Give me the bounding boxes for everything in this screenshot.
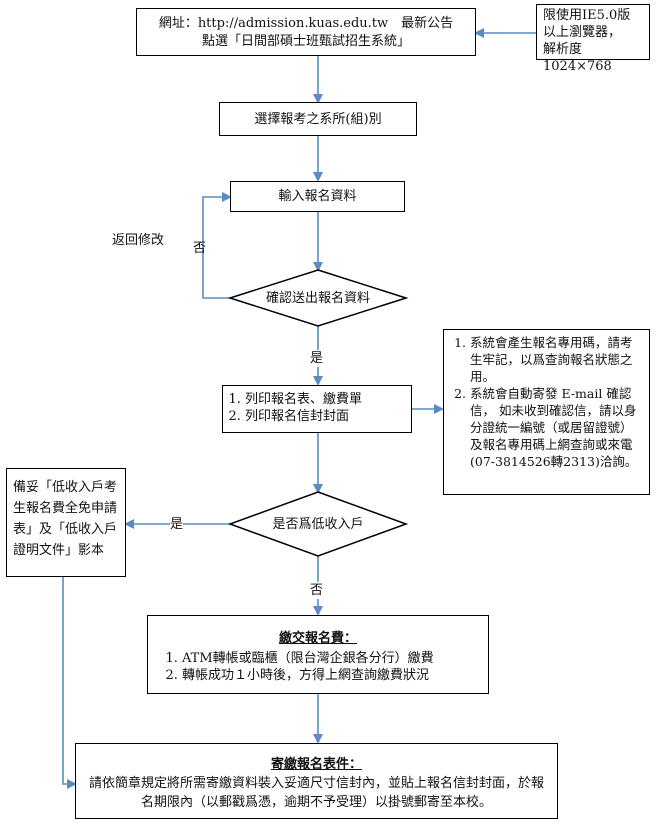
browser-note-line-1: 限使用IE5.0版 <box>543 8 631 23</box>
browser-note-box: 限使用IE5.0版 以上瀏覽器， 解析度1024×768 <box>536 4 650 74</box>
mail-box: 寄繳報名表件： 請依簡章規定將所需寄繳資料裝入妥適尺寸信封內，並貼上報名信封封面… <box>75 743 558 819</box>
browser-note-line-2: 以上瀏覽器， <box>543 25 622 40</box>
arrow-return-loop <box>202 192 232 299</box>
arrow-docs-to-mail <box>62 577 77 789</box>
print-item-1: 列印報名表、繳費單 <box>245 391 362 408</box>
start-line-2: 點選「日間部碩士班甄試招生系統」 <box>201 34 410 49</box>
confirm-label: 確認送出報名資料 <box>265 291 370 306</box>
yes-label-confirm: 是 <box>310 350 324 367</box>
yes-label-low-income: 是 <box>170 516 184 533</box>
system-note-item-1: 系統會產生報名專用碼，請考生牢記，以爲查詢報名狀態之用。 <box>470 334 643 385</box>
start-box: 網址：http://admission.kuas.edu.tw 最新公告 點選「… <box>136 8 476 56</box>
browser-note-line-3: 解析度1024×768 <box>543 42 612 74</box>
pay-item-1: ATM轉帳或臨櫃（限台灣企銀各分行）繳費 <box>182 650 434 667</box>
select-dept-label: 選擇報考之系所(組)別 <box>254 112 382 127</box>
low-income-question: 是否爲低收入戶 <box>272 517 364 532</box>
return-edit-label: 返回修改 <box>112 233 165 248</box>
confirm-diamond <box>227 269 409 327</box>
print-box: 列印報名表、繳費單 列印報名信封封面 <box>222 385 412 433</box>
mail-title: 寄繳報名表件： <box>76 756 557 773</box>
start-line-1: 網址：http://admission.kuas.edu.tw 最新公告 <box>158 16 454 31</box>
system-note-list: 系統會產生報名專用碼，請考生牢記，以爲查詢報名狀態之用。 系統會自動寄發 E-m… <box>450 334 643 470</box>
print-item-2: 列印報名信封封面 <box>245 408 362 425</box>
system-note-item-2: 系統會自動寄發 E-mail 確認信， 如未收到確認信，請以身分證統一編號（或居… <box>470 385 643 470</box>
pay-item-2: 轉帳成功１小時後，方得上網查詢繳費狀況 <box>182 667 434 684</box>
low-income-diamond <box>227 491 409 557</box>
no-label-loop: 否 <box>193 241 207 256</box>
low-income-docs-box: 備妥「低收入戶考生報名費全免申請表」及「低收入戶證明文件」影本 <box>6 468 126 577</box>
low-income-docs-text: 備妥「低收入戶考生報名費全免申請表」及「低收入戶證明文件」影本 <box>13 480 118 558</box>
input-data-label: 輸入報名資料 <box>278 189 357 204</box>
pay-list: ATM轉帳或臨櫃（限台灣企銀各分行）繳費 轉帳成功１小時後，方得上網查詢繳費狀況 <box>162 650 434 684</box>
select-dept-box: 選擇報考之系所(組)別 <box>219 102 417 136</box>
pay-title-text: 繳交報名費： <box>278 631 357 646</box>
no-label-low-income: 否 <box>310 582 324 599</box>
mail-body: 請依簡章規定將所需寄繳資料裝入妥適尺寸信封內，並貼上報名信封封面，於報名期限內（… <box>88 776 544 810</box>
input-data-box: 輸入報名資料 <box>230 181 405 212</box>
system-note-box: 系統會產生報名專用碼，請考生牢記，以爲查詢報名狀態之用。 系統會自動寄發 E-m… <box>443 329 650 495</box>
pay-title: 繳交報名費： <box>148 630 488 647</box>
pay-box: 繳交報名費： ATM轉帳或臨櫃（限台灣企銀各分行）繳費 轉帳成功１小時後，方得上… <box>147 615 489 694</box>
mail-title-text: 寄繳報名表件： <box>270 757 362 772</box>
print-list: 列印報名表、繳費單 列印報名信封封面 <box>225 391 362 425</box>
